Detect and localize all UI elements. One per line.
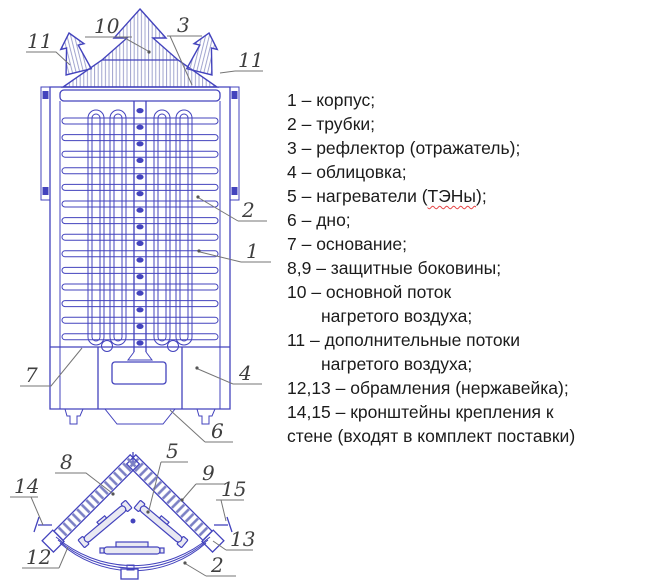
feet: [64, 408, 216, 425]
legend-line: 4 – облицовка;: [287, 162, 407, 182]
callout-15: 15: [216, 477, 246, 522]
parts-legend: 1 – корпус; 2 – трубки; 3 – рефлектор (о…: [287, 88, 575, 448]
legend-line-continuation: нагретого воздуха;: [321, 306, 473, 326]
legend-line: 5 – нагреватели (ТЭНы);: [287, 184, 575, 208]
legend-text: );: [476, 186, 487, 206]
legend-line: 1 – корпус;: [287, 90, 376, 110]
callout-text: 4: [238, 361, 252, 385]
frame-13: [201, 529, 225, 553]
callout-text: 9: [202, 461, 215, 485]
callout-13: 13: [212, 527, 255, 551]
callout-4: 4: [195, 361, 262, 385]
callout-text: 10: [94, 14, 120, 38]
callout-text: 11: [27, 29, 52, 53]
frame-12: [41, 529, 65, 553]
front-tube-arc: [55, 536, 211, 580]
callout-2-front: 2: [196, 195, 267, 222]
mount-bracket-right: [214, 516, 233, 533]
callout-text: 1: [246, 239, 259, 263]
center-dot: [130, 518, 136, 524]
callout-2-corner: 2: [183, 553, 236, 577]
callout-text: 2: [241, 198, 255, 222]
callout-8: 8: [55, 450, 115, 496]
legend-line: 8,9 – защитные боковины;: [287, 258, 502, 278]
callout-14: 14: [10, 474, 44, 526]
callout-text: 14: [14, 474, 39, 498]
legend-line: 12,13 – обрамления (нержавейка);: [287, 378, 569, 398]
callout-6: 6: [169, 409, 233, 443]
legend-line: 3 – рефлектор (отражатель);: [287, 138, 521, 158]
wall-bracket-right: [229, 86, 240, 201]
callout-text: 3: [177, 13, 190, 37]
central-strip: [127, 101, 153, 361]
main-airflow-arrow-icon: [60, 7, 220, 88]
legend-line: 10 – основной поток: [287, 282, 452, 302]
legend-line: 14,15 – кронштейны крепления к: [287, 402, 554, 422]
callout-1: 1: [197, 239, 271, 263]
callout-11-right: 11: [219, 48, 263, 74]
legend-line: 2 – трубки;: [287, 114, 376, 134]
callout-3: 3: [167, 13, 202, 86]
callout-text: 15: [221, 477, 246, 501]
callout-5: 5: [146, 439, 188, 514]
legend-line: 7 – основание;: [287, 234, 407, 254]
legend-spellchecked-word: ТЭНы: [427, 186, 477, 206]
legend-line-continuation: нагретого воздуха;: [321, 354, 473, 374]
callout-text: 6: [211, 419, 224, 443]
top-rim: [59, 89, 221, 102]
callout-text: 12: [26, 545, 51, 569]
callout-text: 8: [60, 450, 73, 474]
mount-bracket-left: [33, 516, 52, 533]
legend-text: 5 – нагреватели (: [287, 186, 428, 206]
heating-tubes: [87, 109, 193, 352]
callout-text: 13: [230, 527, 255, 551]
callout-labels: 11 10 3 11 2 1 7: [10, 13, 271, 577]
side-panel-left: [41, 453, 141, 553]
callout-10: 10: [85, 14, 151, 54]
heater-technical-drawing: 11 10 3 11 2 1 7: [10, 7, 271, 580]
legend-line-continuation: стене (входят в комплект поставки): [287, 426, 576, 446]
front-view: [40, 7, 240, 425]
heater-elements: [76, 498, 190, 555]
callout-text: 7: [25, 363, 38, 387]
base-window: [111, 361, 167, 385]
base-section: [50, 346, 230, 409]
legend-line: 6 – дно;: [287, 210, 351, 230]
callout-11-left: 11: [26, 29, 71, 66]
callout-text: 11: [238, 48, 263, 72]
callout-7: 7: [20, 347, 83, 387]
side-airflow-arrow-right-icon: [186, 29, 223, 76]
wall-bracket-left: [40, 86, 51, 201]
callout-text: 5: [166, 439, 179, 463]
callout-9: 9: [180, 461, 226, 502]
corpus-body: [49, 86, 231, 410]
corner-top-view: [33, 452, 233, 580]
callout-12: 12: [22, 545, 69, 569]
legend-line: 11 – дополнительные потоки: [287, 330, 520, 350]
callout-text: 2: [210, 553, 224, 577]
